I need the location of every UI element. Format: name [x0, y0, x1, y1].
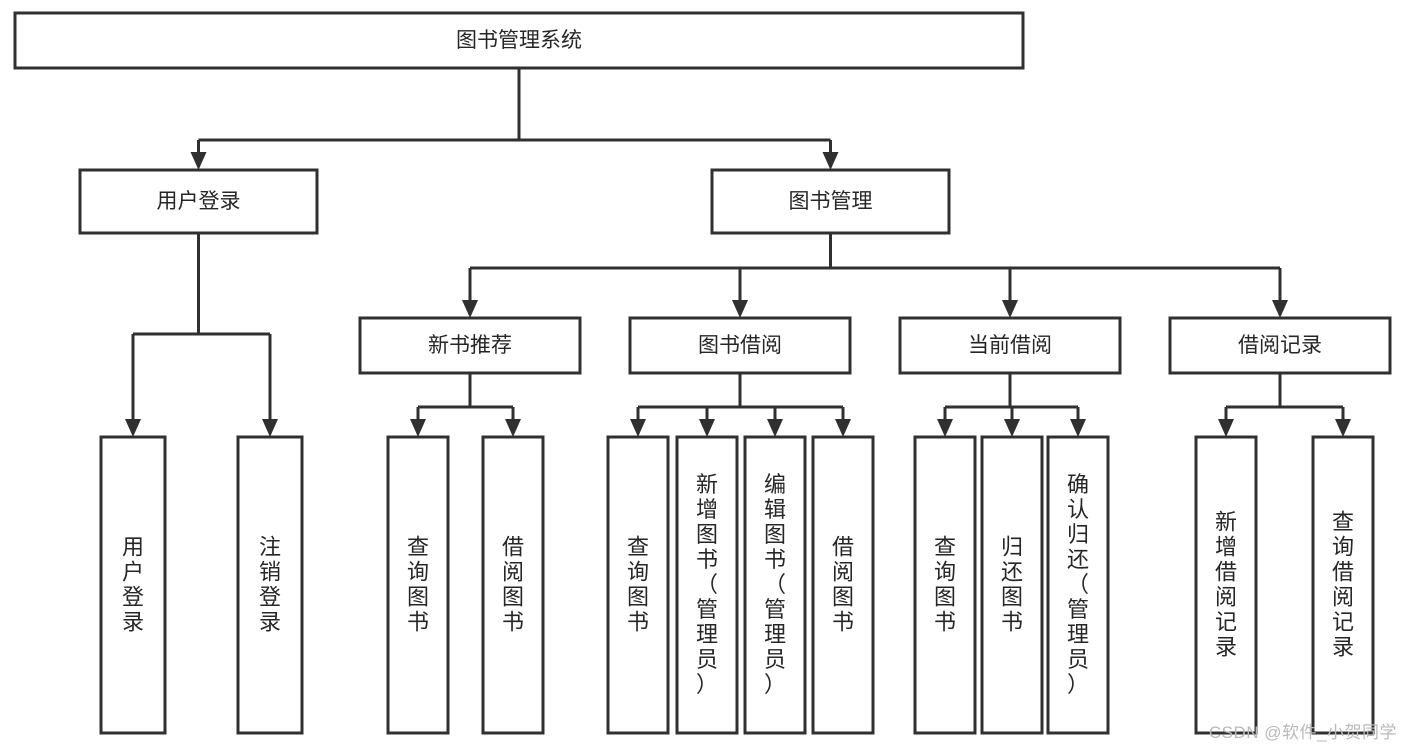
node-leaf-edit-book[interactable]: 编辑图书（管理员） — [743, 435, 807, 735]
node-leaf-user-login[interactable]: 用户登录 — [99, 435, 167, 735]
node-leaf-query-book-current[interactable]: 查询图书 — [913, 435, 977, 735]
arrow-to-leaf-query-book-borrow-head — [630, 419, 646, 437]
node-box-leaf-borrow-book — [811, 435, 875, 735]
node-label-current-borrow: 当前借阅 — [968, 334, 1052, 357]
nodes-layer: 图书管理系统用户登录图书管理新书推荐图书借阅当前借阅借阅记录用户登录注销登录查询… — [13, 11, 1392, 735]
node-box-book-borrow — [628, 316, 852, 375]
node-book-management[interactable]: 图书管理 — [710, 168, 951, 235]
node-label-leaf-add-book: 新增图书（管理员） — [696, 472, 718, 697]
node-leaf-add-book[interactable]: 新增图书（管理员） — [675, 435, 739, 735]
node-box-leaf-logout — [236, 435, 304, 735]
node-leaf-return-book[interactable]: 归还图书 — [980, 435, 1044, 735]
node-box-leaf-add-borrow-record — [1194, 435, 1258, 735]
arrow-to-leaf-query-book-recommend-head — [410, 419, 426, 437]
node-box-leaf-query-book-current — [913, 435, 977, 735]
arrow-to-leaf-query-borrow-record-head — [1335, 419, 1351, 437]
arrow-to-leaf-user-login-head — [125, 419, 141, 437]
node-leaf-borrow-book-recommend[interactable]: 借阅图书 — [481, 435, 545, 735]
node-box-leaf-query-borrow-record — [1311, 435, 1375, 735]
node-user-login[interactable]: 用户登录 — [78, 168, 319, 235]
node-leaf-query-borrow-record[interactable]: 查询借阅记录 — [1311, 435, 1375, 735]
arrow-to-user-login-head — [190, 152, 207, 170]
node-borrow-record[interactable]: 借阅记录 — [1168, 316, 1392, 375]
node-label-leaf-add-borrow-record: 新增借阅记录 — [1215, 510, 1237, 660]
node-book-borrow[interactable]: 图书借阅 — [628, 316, 852, 375]
node-leaf-borrow-book[interactable]: 借阅图书 — [811, 435, 875, 735]
arrow-to-leaf-edit-book-head — [767, 419, 783, 437]
node-current-borrow[interactable]: 当前借阅 — [898, 316, 1122, 375]
arrow-to-new-book-recommend-head — [462, 300, 478, 318]
node-label-leaf-query-borrow-record: 查询借阅记录 — [1332, 510, 1354, 660]
node-box-book-management — [710, 168, 951, 235]
node-label-leaf-query-book-borrow: 查询图书 — [627, 535, 649, 635]
node-box-current-borrow — [898, 316, 1122, 375]
node-label-new-book-recommend: 新书推荐 — [428, 334, 512, 357]
node-label-leaf-query-book-recommend: 查询图书 — [407, 535, 429, 635]
node-box-leaf-borrow-book-recommend — [481, 435, 545, 735]
arrow-to-book-borrow-head — [732, 300, 748, 318]
node-box-leaf-query-book-recommend — [386, 435, 450, 735]
node-label-leaf-edit-book: 编辑图书（管理员） — [764, 472, 786, 697]
node-leaf-add-borrow-record[interactable]: 新增借阅记录 — [1194, 435, 1258, 735]
node-leaf-logout[interactable]: 注销登录 — [236, 435, 304, 735]
connectors-layer — [125, 68, 1351, 437]
node-label-undefined: 图书管理系统 — [456, 29, 582, 52]
node-undefined[interactable]: 图书管理系统 — [13, 11, 1025, 70]
node-label-leaf-logout: 注销登录 — [259, 535, 281, 635]
node-box-borrow-record — [1168, 316, 1392, 375]
node-box-leaf-edit-book — [743, 435, 807, 735]
node-box-user-login — [78, 168, 319, 235]
arrow-to-leaf-borrow-book-head — [835, 419, 851, 437]
node-label-leaf-return-book: 归还图书 — [1001, 535, 1023, 635]
arrow-to-book-management-head — [822, 152, 839, 170]
node-label-user-login: 用户登录 — [157, 190, 241, 213]
node-label-leaf-borrow-book: 借阅图书 — [832, 535, 854, 635]
node-label-book-management: 图书管理 — [789, 190, 873, 213]
arrow-to-leaf-logout-head — [262, 419, 278, 437]
arrow-to-leaf-add-borrow-record-head — [1218, 419, 1234, 437]
arrow-to-leaf-add-book-head — [699, 419, 715, 437]
node-label-leaf-user-login: 用户登录 — [122, 535, 144, 635]
node-new-book-recommend[interactable]: 新书推荐 — [358, 316, 582, 375]
node-leaf-confirm-return[interactable]: 确认归还（管理员） — [1046, 435, 1110, 735]
node-leaf-query-book-borrow[interactable]: 查询图书 — [606, 435, 670, 735]
node-box-leaf-add-book — [675, 435, 739, 735]
node-box-leaf-return-book — [980, 435, 1044, 735]
arrow-to-leaf-query-book-current-head — [937, 419, 953, 437]
node-box-leaf-query-book-borrow — [606, 435, 670, 735]
node-label-book-borrow: 图书借阅 — [698, 334, 782, 357]
node-label-leaf-confirm-return: 确认归还（管理员） — [1067, 472, 1089, 697]
node-label-leaf-borrow-book-recommend: 借阅图书 — [502, 535, 524, 635]
node-label-leaf-query-book-current: 查询图书 — [934, 535, 956, 635]
arrow-to-current-borrow-head — [1002, 300, 1018, 318]
arrow-to-leaf-borrow-book-recommend-head — [505, 419, 521, 437]
arrow-to-borrow-record-head — [1272, 300, 1288, 318]
node-label-borrow-record: 借阅记录 — [1238, 334, 1322, 357]
node-box-undefined — [13, 11, 1025, 70]
node-box-leaf-user-login — [99, 435, 167, 735]
node-leaf-query-book-recommend[interactable]: 查询图书 — [386, 435, 450, 735]
node-box-new-book-recommend — [358, 316, 582, 375]
arrow-to-leaf-return-book-head — [1004, 419, 1020, 437]
arrow-to-leaf-confirm-return-head — [1070, 419, 1086, 437]
node-box-leaf-confirm-return — [1046, 435, 1110, 735]
